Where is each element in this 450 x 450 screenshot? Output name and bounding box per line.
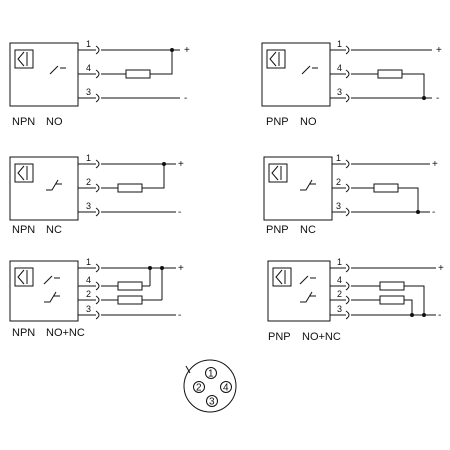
pin-label: 1 xyxy=(86,153,91,163)
connector-pin xyxy=(206,395,218,407)
pin-label: 2 xyxy=(86,289,91,299)
minus-sign: - xyxy=(438,310,441,321)
plus-sign: + xyxy=(184,45,190,56)
load-resistor xyxy=(373,183,399,193)
pin-label: 1 xyxy=(337,39,342,49)
load-resistor xyxy=(379,295,405,305)
sensor-body xyxy=(9,260,79,322)
pin-label: 3 xyxy=(86,201,91,211)
pin-label: 2 xyxy=(336,177,341,187)
pin-label: 4 xyxy=(337,275,342,285)
transistor-type-label: PNP xyxy=(266,224,289,236)
no-switch-icon xyxy=(43,275,60,285)
nc-switch-icon xyxy=(44,291,60,303)
sensor-body xyxy=(267,260,331,322)
load-resistor xyxy=(117,295,143,305)
load-resistor xyxy=(379,281,405,291)
contact-type-label: NC xyxy=(300,224,316,236)
load-resistor xyxy=(377,69,403,79)
diagram-npn-no: 1 4 3 + - NPN NO xyxy=(9,39,190,128)
pin-label: 3 xyxy=(86,87,91,97)
transistor-type-label: NPN xyxy=(12,327,35,339)
load-resistor xyxy=(117,281,143,291)
plus-sign: + xyxy=(178,263,184,274)
pin-label: 1 xyxy=(336,153,341,163)
connector-pin-label: 2 xyxy=(196,383,202,394)
sensor-body xyxy=(9,42,79,107)
nc-switch-icon xyxy=(300,179,316,191)
load-resistor xyxy=(117,183,143,193)
no-switch-icon xyxy=(299,275,316,285)
sensor-body xyxy=(9,156,79,221)
transistor-type-label: NPN xyxy=(12,116,35,128)
pin-label: 1 xyxy=(86,39,91,49)
load-resistor xyxy=(125,69,151,79)
sensor-body xyxy=(263,156,333,221)
nc-switch-icon xyxy=(46,179,62,191)
connector-pinout: 1 2 4 3 xyxy=(183,359,237,413)
connector-outline xyxy=(183,359,237,413)
contact-type-label: NO+NC xyxy=(46,327,85,339)
sensor-symbol-icon xyxy=(14,267,34,287)
sensor-symbol-icon xyxy=(272,267,292,287)
no-switch-icon xyxy=(301,65,318,75)
sensor-symbol-icon xyxy=(266,49,286,69)
plus-sign: + xyxy=(432,159,438,170)
pin-label: 4 xyxy=(337,63,342,73)
connector-pin xyxy=(193,381,205,393)
pin-label: 3 xyxy=(337,87,342,97)
diagram-pnp-no: 1 4 3 + - PNP NO xyxy=(261,39,442,128)
diagram-pnp-nc: 1 2 3 + - PNP NC xyxy=(263,153,438,236)
connector-pin-label: 4 xyxy=(223,383,229,394)
pin-label: 3 xyxy=(86,304,91,314)
contact-type-label: NO+NC xyxy=(302,331,341,343)
pin-label: 4 xyxy=(86,275,91,285)
transistor-type-label: PNP xyxy=(266,116,289,128)
minus-sign: - xyxy=(178,310,181,321)
pin-label: 4 xyxy=(86,63,91,73)
pin-label: 1 xyxy=(86,257,91,267)
connector-pin xyxy=(205,367,217,379)
sensor-body xyxy=(261,42,331,107)
contact-type-label: NO xyxy=(300,116,317,128)
minus-sign: - xyxy=(178,207,181,218)
transistor-type-label: NPN xyxy=(12,224,35,236)
connector-pin xyxy=(220,381,232,393)
pin-label: 3 xyxy=(336,201,341,211)
minus-sign: - xyxy=(184,93,187,104)
sensor-symbol-icon xyxy=(14,163,34,183)
sensor-symbol-icon xyxy=(14,49,34,69)
contact-type-label: NO xyxy=(46,116,63,128)
pin-label: 1 xyxy=(337,257,342,267)
diagram-npn-nc: 1 2 3 + - NPN NC xyxy=(9,153,184,236)
plus-sign: + xyxy=(178,159,184,170)
transistor-type-label: PNP xyxy=(268,331,291,343)
sensor-symbol-icon xyxy=(268,163,288,183)
pin-label: 2 xyxy=(337,289,342,299)
diagram-pnp-no-nc: 1 4 2 3 + - PNP NO+NC xyxy=(267,257,444,343)
connector-pin-label: 3 xyxy=(209,397,215,408)
plus-sign: + xyxy=(438,263,444,274)
pin-label: 2 xyxy=(86,177,91,187)
plus-sign: + xyxy=(436,45,442,56)
minus-sign: - xyxy=(432,207,435,218)
contact-type-label: NC xyxy=(46,224,62,236)
pin-label: 3 xyxy=(337,304,342,314)
no-switch-icon xyxy=(49,65,66,75)
connector-key-icon xyxy=(185,365,191,374)
connector-pin-label: 1 xyxy=(208,369,214,380)
diagram-npn-no-nc: 1 4 2 3 + - NPN NO+NC xyxy=(9,257,184,339)
minus-sign: - xyxy=(436,93,439,104)
nc-switch-icon xyxy=(300,291,316,303)
